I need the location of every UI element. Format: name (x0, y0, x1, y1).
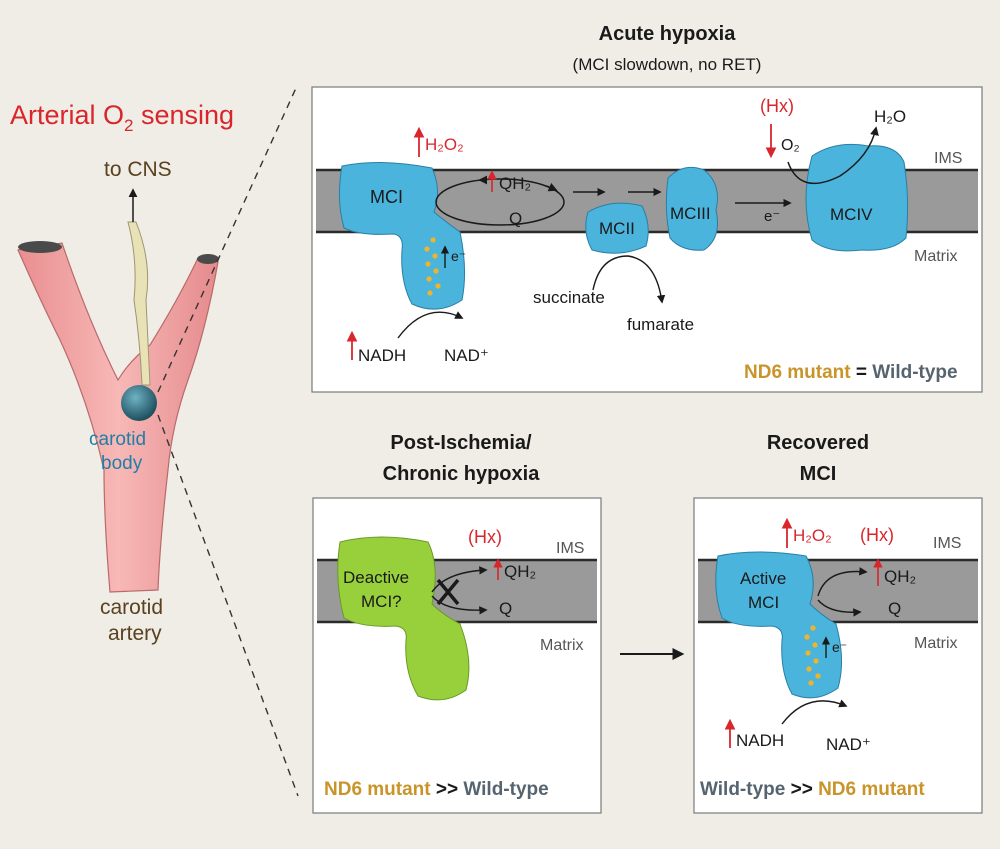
br-ims-label: IMS (933, 535, 961, 552)
recovered-footer: Wild-type >> ND6 mutant (700, 779, 925, 800)
post-ischemia-panel: Post-Ischemia/ Chronic hypoxia IMS Matri… (312, 432, 602, 814)
mcii-label: MCII (599, 219, 635, 238)
br-nad-label: NAD⁺ (826, 735, 871, 754)
zoom-line-bottom (157, 414, 299, 797)
post-ischemia-footer: ND6 mutant >> Wild-type (324, 779, 549, 800)
recovered-heading-line2: MCI (800, 463, 837, 485)
carotid-artery-label-line1: carotid (100, 596, 163, 619)
acute-hypoxia-footer: ND6 mutant = Wild-type (744, 362, 958, 383)
vessel-opening-right (197, 254, 219, 264)
carotid-body-icon (121, 385, 157, 421)
mci-question-label: MCI? (361, 592, 402, 611)
carotid-body-label-line1: carotid (89, 429, 146, 450)
br-mci-label: MCI (748, 593, 779, 612)
post-ischemia-heading-line2: Chronic hypoxia (383, 463, 541, 485)
mci-label: MCI (370, 187, 403, 207)
br-matrix-label: Matrix (914, 635, 958, 652)
bl-matrix-label: Matrix (540, 637, 584, 654)
complex-i-shape (338, 161, 466, 310)
br-nadh-label: NADH (736, 731, 784, 750)
complex-iii-shape (665, 166, 718, 251)
active-label: Active (740, 569, 786, 588)
acute-hypoxia-heading: Acute hypoxia (599, 23, 737, 45)
carotid-body-label-line2: body (101, 453, 143, 474)
mci-electron-label: e⁻ (451, 248, 466, 264)
blocked-x-icon (436, 578, 460, 606)
vessel-opening-left (18, 241, 62, 253)
bl-hx-label: (Hx) (468, 527, 502, 547)
deactive-label: Deactive (343, 568, 409, 587)
fumarate-label: fumarate (627, 315, 694, 334)
to-cns-label: to CNS (104, 158, 172, 181)
complex-ii-shape (585, 202, 649, 254)
acute-hypoxia-panel: Acute hypoxia (MCI slowdown, no RET) IMS… (311, 23, 983, 393)
post-ischemia-heading-line1: Post-Ischemia/ (390, 432, 532, 454)
br-electron-label: e⁻ (832, 639, 847, 655)
top-hx-label: (Hx) (760, 96, 794, 116)
ims-label: IMS (934, 150, 962, 167)
q-cycle (435, 178, 565, 226)
mciv-label: MCIV (830, 205, 873, 224)
carotid-illustration: Arterial O2 sensing to CNS carotid body … (10, 87, 299, 797)
recovered-mci-panel: Recovered MCI IMS Matrix Active MCI e⁻ H… (693, 432, 983, 814)
bl-ims-label: IMS (556, 540, 584, 557)
br-fe-s-cluster (804, 625, 821, 686)
br-qh2-label: QH₂ (884, 567, 916, 586)
arterial-o2-title: Arterial O2 sensing (10, 100, 234, 135)
acute-hypoxia-subheading: (MCI slowdown, no RET) (573, 55, 762, 74)
h2o2-label: H₂O₂ (425, 135, 464, 154)
bl-q-label: Q (499, 599, 512, 618)
carotid-artery-vessel (17, 242, 219, 593)
zoom-line-top (157, 87, 297, 393)
mciii-label: MCIII (670, 204, 711, 223)
recovered-heading-line1: Recovered (767, 432, 869, 454)
succinate-label: succinate (533, 288, 605, 307)
carotid-artery-label-line2: artery (108, 622, 162, 645)
nerve-fiber (127, 221, 151, 386)
br-q-label: Q (888, 599, 901, 618)
nad-label: NAD⁺ (444, 346, 489, 365)
q-label: Q (509, 209, 522, 228)
h2o-label: H₂O (874, 107, 906, 126)
bl-qh2-label: QH₂ (504, 562, 536, 581)
matrix-label: Matrix (914, 248, 958, 265)
fe-s-cluster (424, 237, 441, 296)
qh2-label: QH₂ (499, 174, 531, 193)
nadh-label: NADH (358, 346, 406, 365)
deactive-complex-i-shape (337, 536, 470, 701)
electron-label: e⁻ (764, 208, 780, 225)
complex-iv-shape (805, 143, 909, 252)
br-h2o2-label: H₂O₂ (793, 526, 832, 545)
active-complex-i-shape (715, 551, 843, 699)
br-hx-label: (Hx) (860, 525, 894, 545)
o2-label: O₂ (781, 137, 800, 154)
